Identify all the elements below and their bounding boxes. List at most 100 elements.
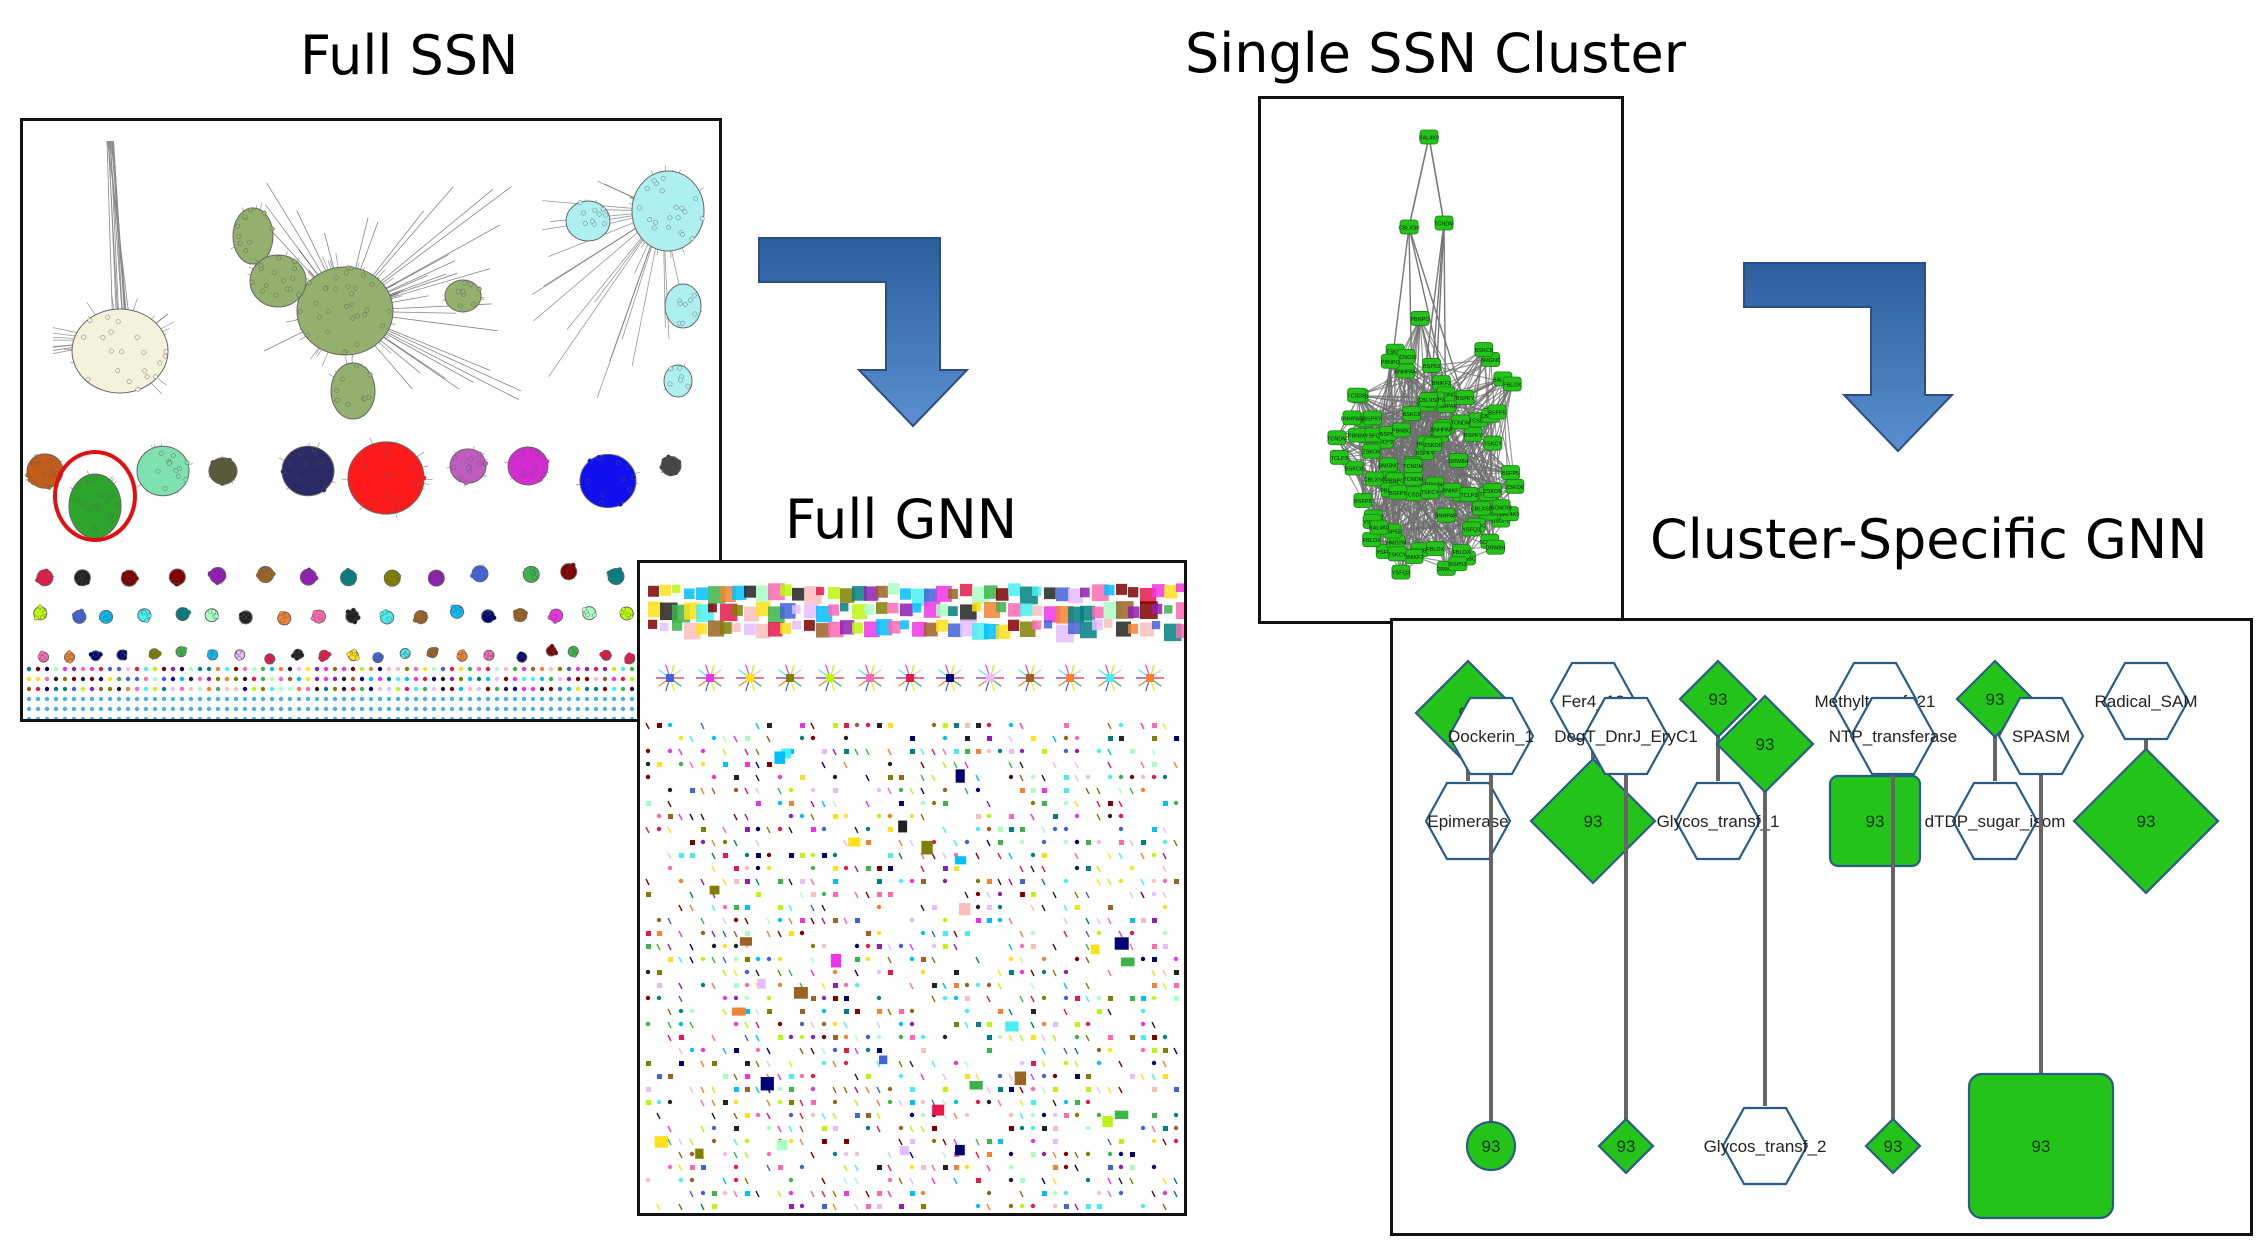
svg-text:TCNDM: TCNDM (1403, 477, 1423, 483)
cluster-node: FBLOX (1425, 541, 1445, 556)
gnn-neighbor-node: 93 (1529, 757, 1657, 885)
cluster-node: BSPKY (1363, 410, 1382, 426)
cluster-node: BAL4K0 (1369, 519, 1389, 535)
gnn-hub-node: SPASM (1997, 696, 2085, 776)
ssn-cluster (148, 648, 162, 661)
ssn-cluster (379, 609, 395, 625)
ssn-clusters (25, 140, 707, 719)
svg-text:PBNBC: PBNBC (1392, 428, 1411, 434)
svg-text:YSFQ3: YSFQ3 (1376, 550, 1394, 556)
ssn-cluster (521, 565, 540, 583)
single-cluster-network: BAL4K0CBLXS0TCNDMBSP53BSFP5TSKCYDRW8HBNH… (1327, 129, 1525, 580)
svg-text:TCLP3: TCLP3 (1331, 456, 1348, 462)
svg-text:BSKC8: BSKC8 (1403, 412, 1421, 418)
svg-text:TSKCY: TSKCY (1388, 552, 1407, 558)
svg-text:TCLP3: TCLP3 (1460, 493, 1477, 499)
gnn-neighbor-node: 93 (1828, 774, 1922, 868)
gnn-nodes (645, 583, 1184, 1211)
svg-text:BSFP5: BSFP5 (1354, 499, 1371, 505)
cluster-specific-gnn-title: Cluster-Specific GNN (1650, 508, 2208, 571)
ssn-cluster (168, 568, 186, 587)
svg-text:BSPKY: BSPKY (1416, 451, 1435, 457)
ssn-cluster (277, 611, 292, 626)
ssn-cluster (619, 606, 635, 621)
cluster-node: BSPKY (1455, 390, 1475, 405)
ssn-cluster (318, 649, 332, 663)
full-ssn-title: Full SSN (300, 24, 519, 87)
svg-text:93: 93 (1482, 1137, 1501, 1156)
svg-text:BSP53: BSP53 (1384, 529, 1401, 535)
cluster-node: TCLP3 (1329, 449, 1349, 465)
ssn-cluster (345, 607, 361, 625)
svg-text:ZSKO6: ZSKO6 (1506, 485, 1524, 491)
cluster-node: BSFP5 (1353, 493, 1373, 508)
cluster-specific-gnn-network: 93EpimeraseFer4_129393Glycos_transf_1Met… (1414, 659, 2220, 1220)
svg-text:Glycos_transf_2: Glycos_transf_2 (1704, 1137, 1827, 1156)
svg-text:CBLXS0: CBLXS0 (1418, 398, 1439, 404)
gnn-hub-node: DegT_DnrJ_EryC1 (1554, 696, 1698, 776)
cluster-node: TSKCY (1387, 546, 1407, 562)
svg-text:TCSDB: TCSDB (1469, 418, 1488, 424)
ssn-cluster (339, 567, 358, 587)
cluster-node: TCNDM (1451, 414, 1471, 430)
gnn-neighbor-node: 93 (1465, 1120, 1517, 1172)
svg-text:CBLXS0: CBLXS0 (1398, 226, 1419, 232)
svg-text:DRW8H: DRW8H (1485, 546, 1505, 552)
svg-text:BAL4K0: BAL4K0 (1369, 526, 1389, 532)
cluster-node: BSP53 (1448, 556, 1468, 572)
ssn-cluster (446, 445, 489, 487)
ssn-cluster (547, 608, 564, 624)
ssn-cluster (560, 562, 578, 582)
ssn-cluster (71, 608, 87, 624)
svg-text:BSP53: BSP53 (1449, 562, 1466, 568)
ssn-cluster (207, 455, 238, 486)
cluster-node: CBLXS0 (1471, 500, 1492, 516)
svg-text:PBNPO: PBNPO (1410, 317, 1430, 323)
cluster-node: CBLXS0 (1418, 392, 1439, 407)
svg-text:BSPKY: BSPKY (1464, 433, 1483, 439)
svg-text:BNIKF2: BNIKF2 (1404, 555, 1423, 561)
ssn-cluster (342, 437, 433, 518)
ssn-cluster (88, 650, 103, 662)
ssn-cluster (372, 652, 384, 664)
full-gnn-title: Full GNN (785, 488, 1018, 551)
ssn-cluster (565, 199, 611, 242)
svg-text:93: 93 (2137, 812, 2156, 831)
cluster-node: PBNPO (1381, 353, 1401, 369)
gnn-hub-node: 93 (1678, 659, 1758, 739)
ssn-cluster (35, 568, 56, 587)
cluster-node: BSFP5 (1487, 404, 1507, 420)
svg-text:BSFP5: BSFP5 (1389, 491, 1406, 497)
svg-text:BAL4K0: BAL4K0 (1499, 512, 1519, 518)
svg-text:BSPKY: BSPKY (1363, 416, 1382, 422)
ssn-cluster (658, 454, 682, 477)
cluster-node: BSFP5 (1388, 484, 1408, 500)
ssn-cluster (98, 609, 114, 624)
cluster-node: SCNOSI (1491, 499, 1512, 515)
svg-text:BAL4K0: BAL4K0 (1419, 136, 1439, 142)
cluster-node: BSKC8 (1474, 342, 1494, 357)
ssn-cluster (33, 604, 48, 621)
ssn-cluster (383, 569, 402, 588)
ssn-cluster (264, 653, 277, 665)
ssn-cluster (664, 283, 703, 329)
full-ssn-panel (20, 118, 722, 722)
svg-text:BNIKF2: BNIKF2 (1432, 381, 1451, 387)
ssn-cluster (328, 355, 376, 420)
svg-text:Radical_SAM: Radical_SAM (2095, 692, 2198, 711)
cluster-node: PBNPO (1410, 311, 1430, 326)
svg-text:BNHPAR: BNHPAR (1341, 416, 1364, 422)
gnn-neighbor-node: 93 (1597, 1117, 1655, 1175)
ssn-cluster (64, 650, 76, 664)
ssn-cluster (120, 568, 139, 587)
ssn-cluster (456, 649, 468, 662)
svg-text:PBNPO: PBNPO (1381, 360, 1401, 366)
arrow-ssn-to-gnn-icon (758, 237, 970, 428)
ssn-cluster (64, 296, 175, 395)
cluster-node: TCNDM (1403, 458, 1423, 473)
full-gnn-network (645, 583, 1184, 1211)
svg-text:BSKC8: BSKC8 (1345, 467, 1363, 473)
svg-text:YSFQ3: YSFQ3 (1365, 433, 1383, 439)
cluster-node: TSKCY (1420, 484, 1439, 500)
svg-text:BSFP5: BSFP5 (1488, 410, 1505, 416)
